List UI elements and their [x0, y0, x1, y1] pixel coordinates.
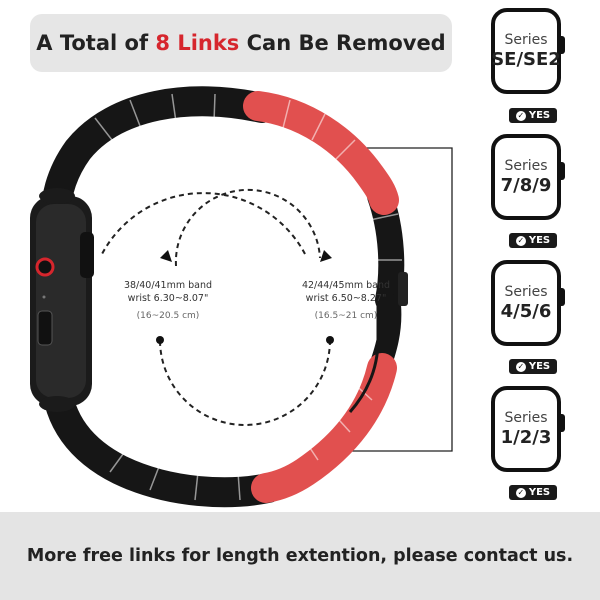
yes-badge: ✓YES: [509, 108, 557, 123]
compatibility-list: Series SE/SE2 ✓YES Series 7/8/9 ✓YES Ser…: [485, 0, 575, 510]
connector-line: [345, 147, 453, 452]
check-icon: ✓: [515, 487, 526, 498]
right-cm-text: (16.5~21 cm): [314, 311, 378, 321]
series-models: 4/5/6: [500, 301, 552, 322]
rotate-arrow-icon: [101, 188, 334, 426]
link-segments: [94, 93, 402, 501]
watch-icon: Series 1/2/3: [491, 386, 565, 472]
series-models: 7/8/9: [500, 175, 552, 196]
right-size-text: 42/44/45mm band: [301, 280, 391, 291]
yes-badge: ✓YES: [509, 359, 557, 374]
watch-band-illustration: 38/40/41mm band wrist 6.30~8.07" (16~20.…: [0, 80, 460, 510]
series-item: Series 4/5/6 ✓YES: [491, 260, 569, 374]
band-graphic: [30, 86, 453, 508]
series-label: Series: [504, 284, 548, 300]
series-item: Series SE/SE2 ✓YES: [491, 8, 569, 123]
footer-text: More free links for length extention, pl…: [26, 546, 574, 566]
clasp-button: [398, 272, 408, 306]
left-size-text: 38/40/41mm band: [123, 280, 213, 291]
series-item: Series 7/8/9 ✓YES: [491, 134, 569, 248]
right-wrist-text: wrist 6.50~8.27": [305, 293, 387, 304]
check-icon: ✓: [515, 110, 526, 121]
watch-icon: Series SE/SE2: [491, 8, 565, 94]
left-cm-text: (16~20.5 cm): [136, 311, 200, 321]
band-clasp: [348, 300, 380, 413]
title-prefix: A Total of: [36, 31, 156, 55]
yes-badge: ✓YES: [509, 485, 557, 500]
band-red-links: [243, 91, 399, 503]
yes-badge: ✓YES: [509, 233, 557, 248]
series-label: Series: [504, 410, 548, 426]
series-label: Series: [504, 32, 548, 48]
band-size-right: 42/44/45mm band wrist 6.50~8.27" (16.5~2…: [290, 279, 402, 323]
series-models: 1/2/3: [500, 427, 552, 448]
footer-banner: More free links for length extention, pl…: [0, 512, 600, 600]
title-suffix: Can Be Removed: [239, 31, 446, 55]
left-wrist-text: wrist 6.30~8.07": [127, 293, 209, 304]
series-label: Series: [504, 158, 548, 174]
series-item: Series 1/2/3 ✓YES: [491, 386, 569, 500]
watch-icon: [30, 188, 94, 412]
title-highlight: 8 Links: [155, 31, 240, 55]
series-models: SE/SE2: [491, 49, 561, 70]
watch-icon: Series 4/5/6: [491, 260, 565, 346]
check-icon: ✓: [515, 235, 526, 246]
page-title: A Total of 8 Links Can Be Removed: [36, 31, 445, 55]
band-size-left: 38/40/41mm band wrist 6.30~8.07" (16~20.…: [112, 279, 224, 323]
check-icon: ✓: [515, 361, 526, 372]
watch-icon: Series 7/8/9: [491, 134, 565, 220]
title-banner: A Total of 8 Links Can Be Removed: [30, 14, 452, 72]
